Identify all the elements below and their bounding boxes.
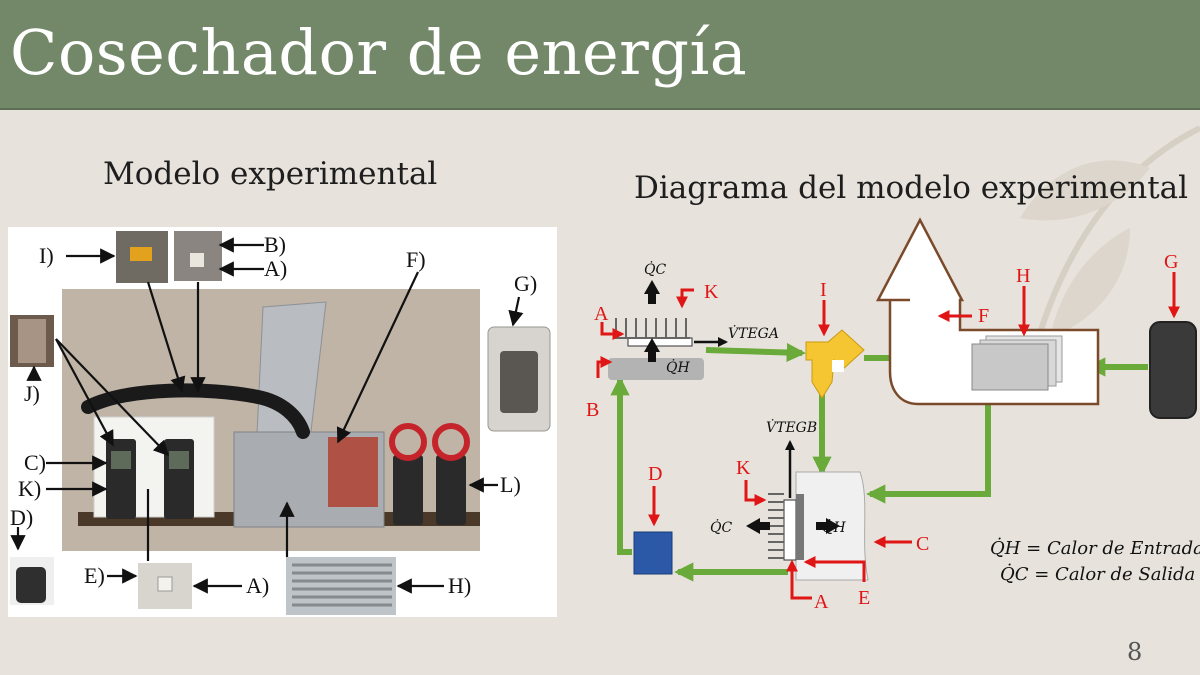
experimental-diagram: A B K I F H G D K C A E Q̇C Q̇H V̇TEGA V… [570,210,1200,630]
diagram-label-e: E [858,587,870,609]
header-bar: Cosechador de energía [0,0,1200,110]
arrow-k-bottom [744,480,767,506]
label-qc-top: Q̇C [644,260,666,278]
photo-label-j: J) [24,381,40,406]
diagram-label-i: I [820,279,827,301]
legend-qc: Q̇C = Calor de Salida [1000,563,1195,585]
diagram-title: Diagrama del modelo experimental [634,170,1189,206]
diagram-label-a-top: A [594,303,609,325]
label-vteg-a: V̇TEGA [728,324,779,342]
clamp-meter-1 [393,455,423,525]
photo-label-c: C) [24,450,46,475]
diagram-label-d: D [648,463,662,485]
experimental-photo: I) B) A) F) G) J) C) K) L) D) E) A) H) [8,227,557,617]
flow-teg-a-to-valve [705,342,806,363]
photo-label-d: D) [10,505,33,530]
radiator [971,335,1063,391]
diagram-label-b: B [586,399,599,421]
page-number: 8 [1127,638,1143,666]
label-vteg-b: V̇TEGB [766,418,817,436]
teg-a-coldsink [608,358,704,380]
photo-label-e: E) [84,563,105,588]
slide-title: Cosechador de energía [10,16,748,89]
label-qc-bottom: Q̇C [710,518,732,536]
decorative-leaf [1020,125,1200,369]
photo-label-h: H) [448,573,471,598]
photo-label-i: I) [39,243,54,268]
diagram-label-g: G [1164,251,1178,273]
label-qh-top: Q̇H [666,358,690,376]
arrow-a-bottom [786,559,812,600]
black-hose [81,383,310,439]
arrow-k-top [676,288,694,309]
arrow-e [803,556,866,582]
photo-title: Modelo experimental [103,156,438,192]
photo-label-b: B) [264,232,286,257]
flow-radiator-to-teg-b [866,390,991,504]
arrow-a-top [600,322,625,340]
legend-qh: Q̇H = Calor de Entrada [990,537,1200,559]
photo-label-a1: A) [264,256,287,281]
photo-label-a2: A) [246,573,269,598]
diagram-label-c: C [916,533,929,555]
diagram-label-k-bottom: K [736,457,751,479]
clamp-meter-2 [436,455,466,525]
photo-label-f: F) [406,247,426,272]
diagram-label-f: F [978,305,989,327]
photo-label-g: G) [514,271,537,296]
photo-label-l: L) [500,472,521,497]
label-qh-bottom: Q̇H [822,518,846,536]
arrow-b [596,356,613,378]
heater [1149,321,1197,419]
flow-pump-to-teg-a [610,376,632,555]
pump [633,531,673,575]
diagram-label-k-top: K [704,281,719,303]
diagram-label-h: H [1016,265,1030,287]
photo-label-k: K) [18,476,41,501]
diagram-label-a-bottom: A [814,591,829,613]
